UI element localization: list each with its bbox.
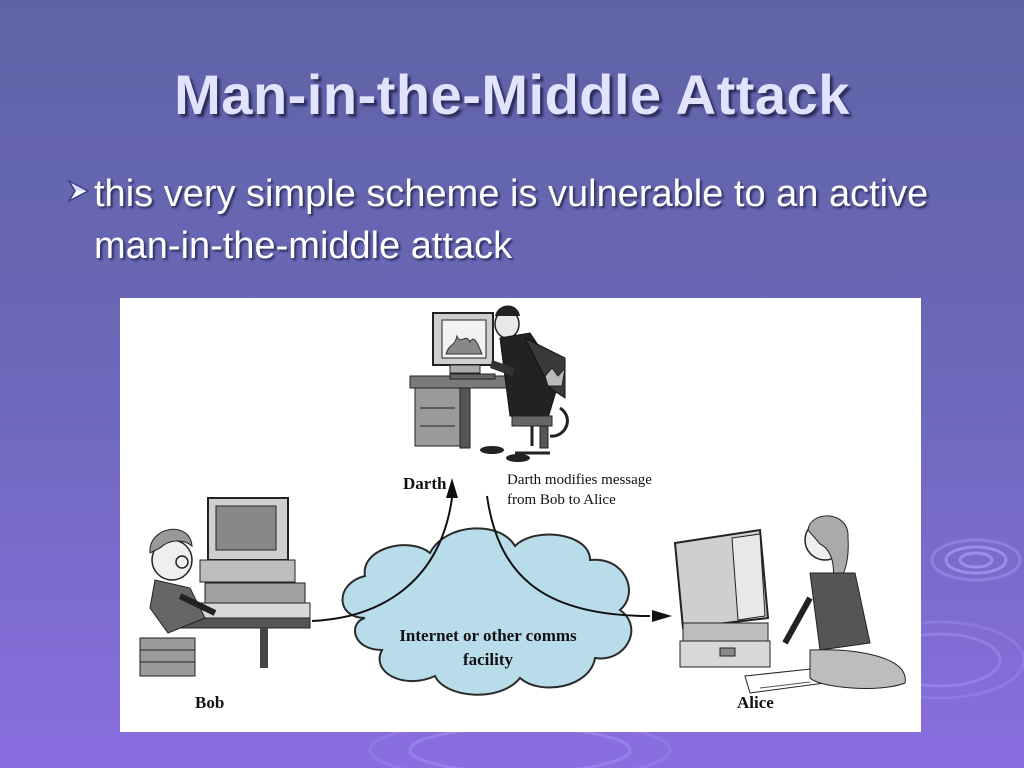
bob-to-darth-arrow [311, 497, 453, 622]
alice-label: Alice [737, 693, 774, 712]
internet-cloud [341, 527, 633, 696]
bob-figure [149, 528, 217, 634]
slide-title: Man-in-the-Middle Attack [174, 63, 850, 126]
arrowhead-right-icon [652, 610, 672, 622]
message-arrows [311, 495, 651, 622]
bullet-point: this very simple scheme is vulnerable to… [64, 168, 964, 272]
bullet-text: this very simple scheme is vulnerable to… [94, 173, 929, 267]
darth-figure [480, 305, 569, 462]
arrowhead-up-icon [446, 478, 458, 498]
mitm-diagram: Darth Darth modifies message from Bob to… [120, 298, 921, 732]
darth-workstation [409, 312, 549, 449]
alice-figure [782, 515, 906, 689]
alice-workstation [673, 528, 826, 694]
darth-note: Darth modifies message from Bob to Alice [507, 472, 652, 508]
darth-label: Darth [403, 474, 447, 493]
bullet-arrow-icon [66, 179, 90, 203]
bob-workstation [139, 497, 311, 677]
bob-label: Bob [195, 693, 225, 712]
darth-to-alice-arrow [486, 495, 651, 617]
cloud-label: Internet or other comms facility [399, 626, 577, 669]
